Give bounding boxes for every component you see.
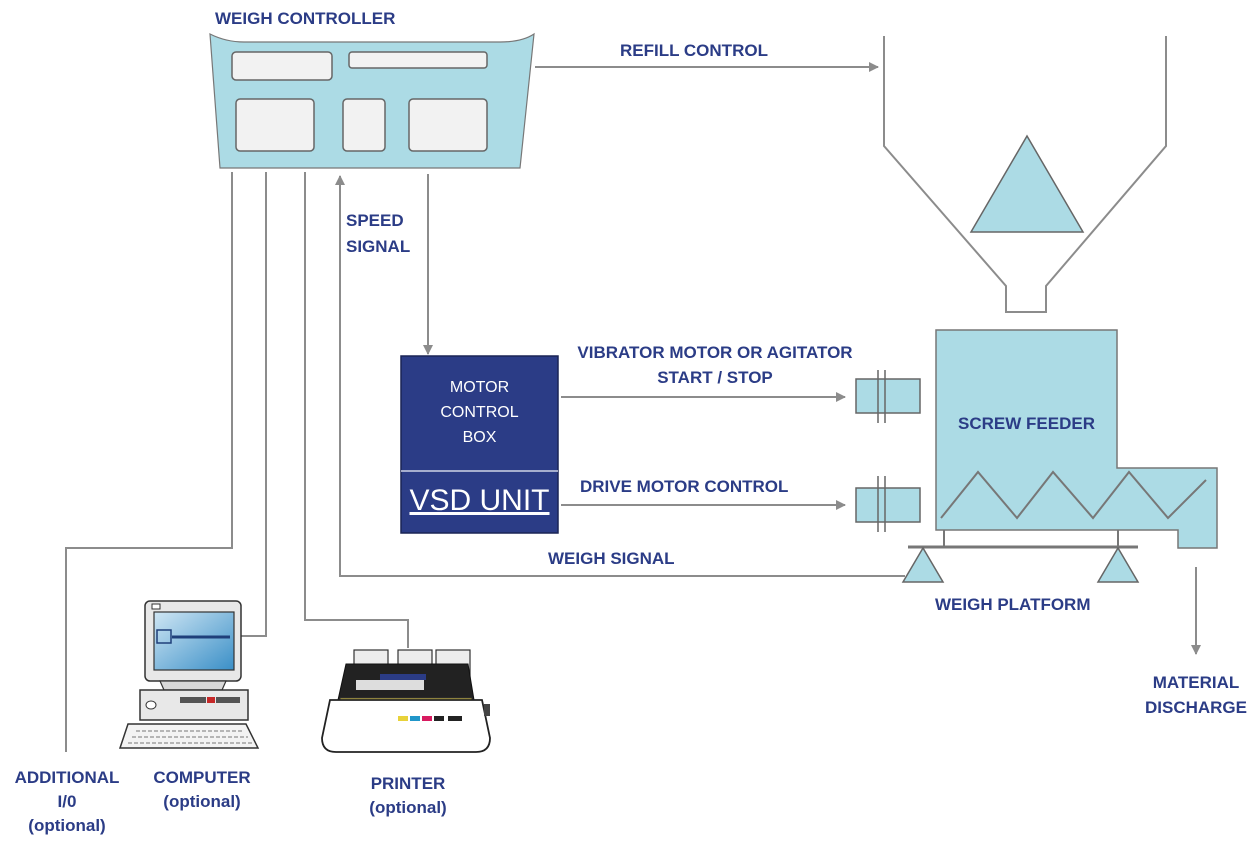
load-cell-icon — [901, 546, 945, 583]
material-discharge-label: MATERIAL DISCHARGE — [1144, 673, 1247, 717]
additional-io-line — [65, 172, 233, 752]
vibrator-motor-label: VIBRATOR MOTOR OR AGITATOR START / STOP — [577, 343, 853, 387]
weigh-platform — [901, 530, 1140, 583]
refill-control-label: REFILL CONTROL — [620, 41, 768, 60]
computer-label: COMPUTER (optional) — [153, 768, 251, 811]
printer-label: PRINTER (optional) — [369, 774, 447, 817]
speed-signal-label: SPEED SIGNAL — [346, 211, 411, 256]
vsd-unit-label: VSD UNIT — [409, 484, 550, 517]
motor-icon — [855, 370, 921, 423]
motor-icon — [855, 476, 921, 532]
screw-feeder-label: SCREW FEEDER — [958, 414, 1095, 433]
motor-control-box — [400, 355, 559, 534]
load-cell-icon — [1096, 546, 1140, 583]
motor-control-box-label: MOTOR CONTROL BOX — [440, 379, 519, 446]
signal-lines — [65, 62, 1201, 752]
additional-io-label: ADDITIONAL I/0 (optional) — [14, 768, 120, 835]
screw-feeder — [935, 329, 1218, 549]
weigh-controller-label: WEIGH CONTROLLER — [215, 9, 396, 28]
printer-line — [304, 172, 409, 648]
weigh-signal-label: WEIGH SIGNAL — [548, 549, 675, 568]
weigh-platform-label: WEIGH PLATFORM — [935, 595, 1091, 614]
weigh-controller — [209, 32, 535, 169]
screw-flight — [940, 470, 1207, 520]
hopper — [883, 36, 1167, 313]
computer-icon — [118, 600, 260, 749]
weigh-signal-line — [335, 175, 905, 577]
printer-icon — [321, 649, 491, 753]
drive-motor-control-label: DRIVE MOTOR CONTROL — [580, 477, 789, 496]
computer-line — [240, 172, 267, 637]
